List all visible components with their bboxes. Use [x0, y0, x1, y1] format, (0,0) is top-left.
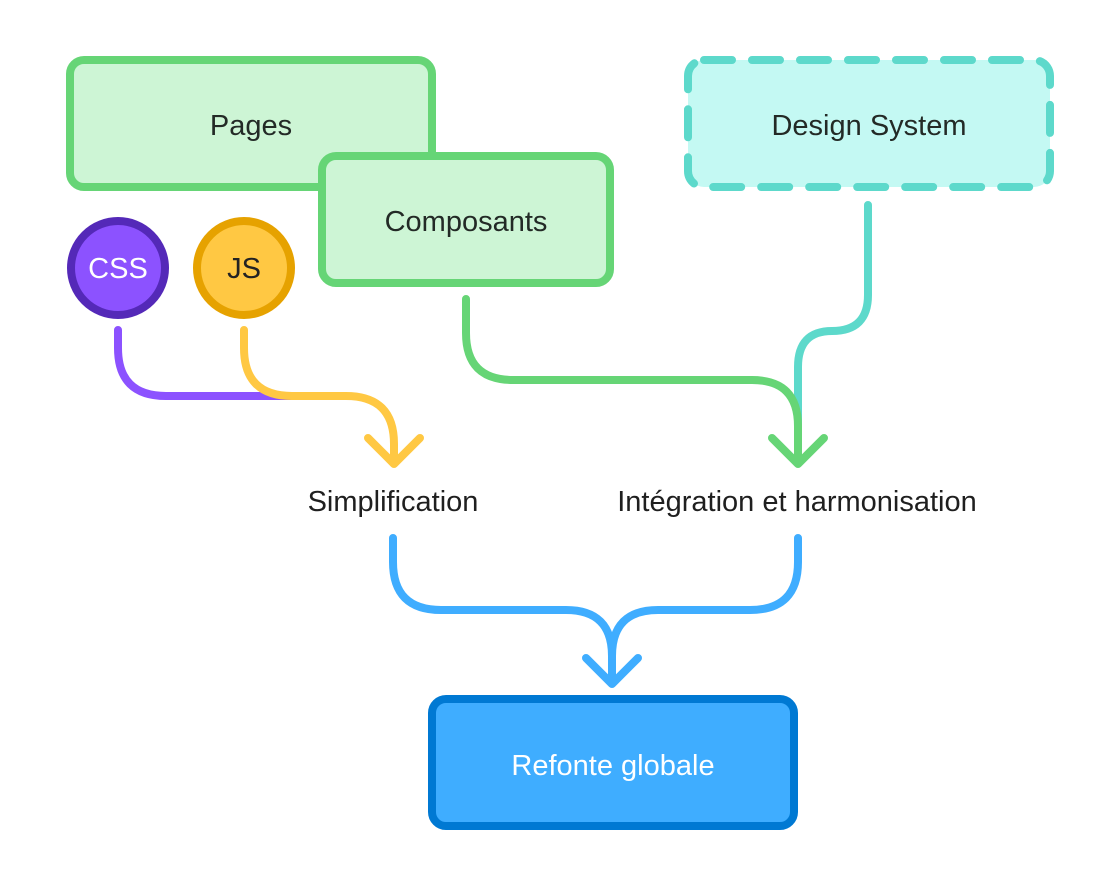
edge-integration-to-refonte: [608, 534, 802, 660]
node-js-label: JS: [227, 253, 261, 285]
edge-composants-to-integration: [462, 295, 802, 466]
node-composants[interactable]: Composants: [318, 152, 614, 287]
node-pages-label: Pages: [210, 110, 292, 142]
edge-css-to-simplification: [114, 326, 294, 400]
node-js[interactable]: JS: [193, 217, 295, 319]
label-simplification: Simplification: [308, 486, 479, 518]
node-composants-label: Composants: [385, 206, 548, 238]
edge-js-to-simplification: [240, 326, 398, 466]
node-css-label: CSS: [88, 253, 148, 285]
node-design-system[interactable]: Design System: [684, 56, 1054, 191]
node-refonte-box: [428, 695, 798, 830]
node-css-circle: [67, 217, 169, 319]
node-composants-box: [318, 152, 614, 287]
node-js-circle: [193, 217, 295, 319]
arrowhead-simplification-icon: [364, 434, 424, 468]
arrowhead-refonte-icon: [582, 654, 642, 688]
node-refonte-globale[interactable]: Refonte globale: [428, 695, 798, 830]
node-css[interactable]: CSS: [67, 217, 169, 319]
node-refonte-label: Refonte globale: [511, 750, 714, 782]
arrowhead-integration-icon: [768, 434, 828, 468]
node-design-system-box: [684, 56, 1054, 191]
edge-design-system-to-integration: [794, 201, 872, 444]
label-integration: Intégration et harmonisation: [617, 486, 977, 518]
edge-simplification-to-refonte: [389, 534, 616, 686]
node-design-system-label: Design System: [771, 110, 966, 142]
